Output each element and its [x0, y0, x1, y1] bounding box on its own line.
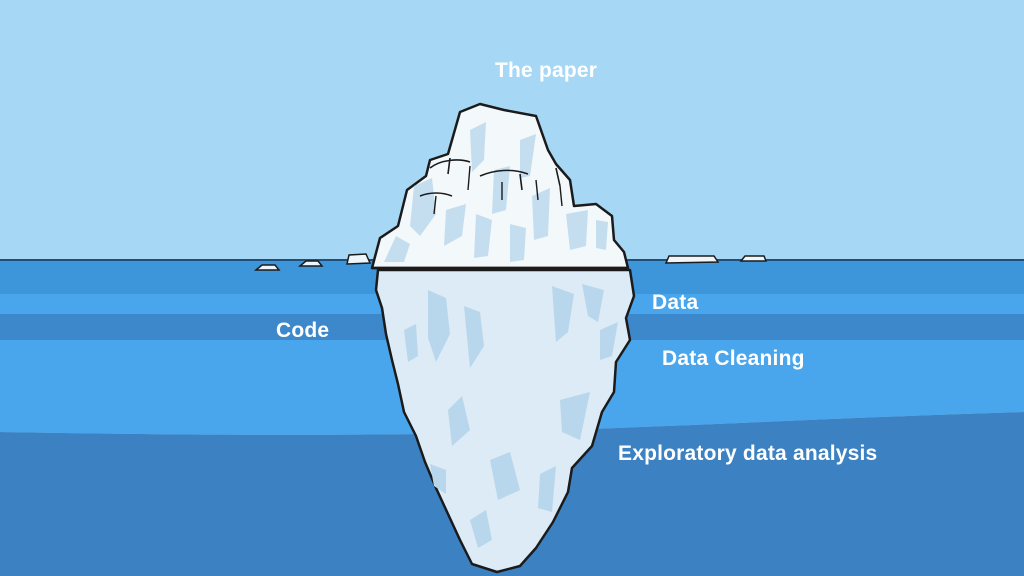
ice-chunk: [739, 255, 768, 262]
iceberg-underwater: [374, 268, 636, 574]
ice-chunk: [253, 264, 281, 271]
label-code: Code: [276, 319, 330, 342]
ice-chunk: [297, 260, 324, 267]
label-the-paper: The paper: [495, 59, 598, 82]
ice-chunk: [664, 255, 720, 264]
label-exploratory-data-analysis: Exploratory data analysis: [618, 442, 878, 465]
iceberg-tip: [370, 102, 630, 270]
label-data: Data: [652, 291, 699, 314]
label-data-cleaning: Data Cleaning: [662, 347, 805, 370]
ice-chunks: [253, 253, 768, 271]
ice-chunk: [346, 253, 372, 265]
